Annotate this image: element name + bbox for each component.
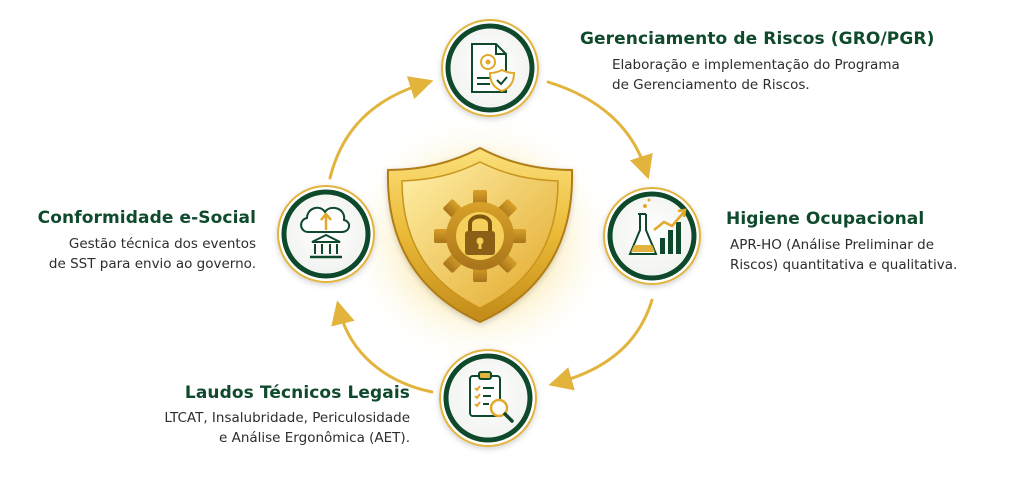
node-left-desc: Gestão técnica dos eventos de SST para e… — [49, 234, 256, 274]
node-right-desc-line: Riscos) quantitativa e qualitativa. — [730, 257, 958, 273]
shield-gear-lock-icon — [386, 146, 574, 324]
cloud-bank-icon — [300, 206, 350, 259]
node-bottom — [439, 349, 537, 447]
node-bottom-desc: LTCAT, Insalubridade, Periculosidade e A… — [164, 408, 410, 448]
node-right — [603, 187, 701, 285]
node-left-desc-line: Gestão técnica dos eventos — [68, 236, 256, 252]
clipboard-magnifier-icon — [469, 371, 514, 423]
node-top-desc-line: Elaboração e implementação do Programa — [612, 57, 900, 73]
node-bottom-desc-line: e Análise Ergonômica (AET). — [218, 430, 410, 446]
node-right-title: Higiene Ocupacional — [726, 209, 925, 229]
node-left-desc-line: de SST para envio ao governo. — [48, 256, 256, 272]
node-right-desc: APR-HO (Análise Preliminar de Riscos) qu… — [730, 235, 957, 275]
node-bottom-desc-line: LTCAT, Insalubridade, Periculosidade — [164, 410, 410, 426]
node-bottom-title: Laudos Técnicos Legais — [184, 383, 410, 403]
arrow-top-to-right — [546, 80, 653, 180]
node-left — [277, 185, 375, 283]
arrow-bottom-to-left — [331, 300, 434, 394]
document-gear-shield-icon — [471, 43, 516, 93]
arrow-right-to-bottom — [548, 298, 654, 391]
node-right-desc-line: APR-HO (Análise Preliminar de — [730, 237, 935, 253]
node-top-desc-line: de Gerenciamento de Riscos. — [612, 77, 810, 93]
node-left-title: Conformidade e-Social — [37, 208, 256, 228]
arrow-left-to-top — [328, 76, 434, 180]
node-top-title: Gerenciamento de Riscos (GRO/PGR) — [580, 29, 935, 49]
node-top-desc: Elaboração e implementação do Programa d… — [612, 55, 900, 95]
cycle-arrows — [328, 76, 654, 394]
node-top — [441, 19, 539, 117]
flask-chart-icon — [628, 198, 687, 255]
